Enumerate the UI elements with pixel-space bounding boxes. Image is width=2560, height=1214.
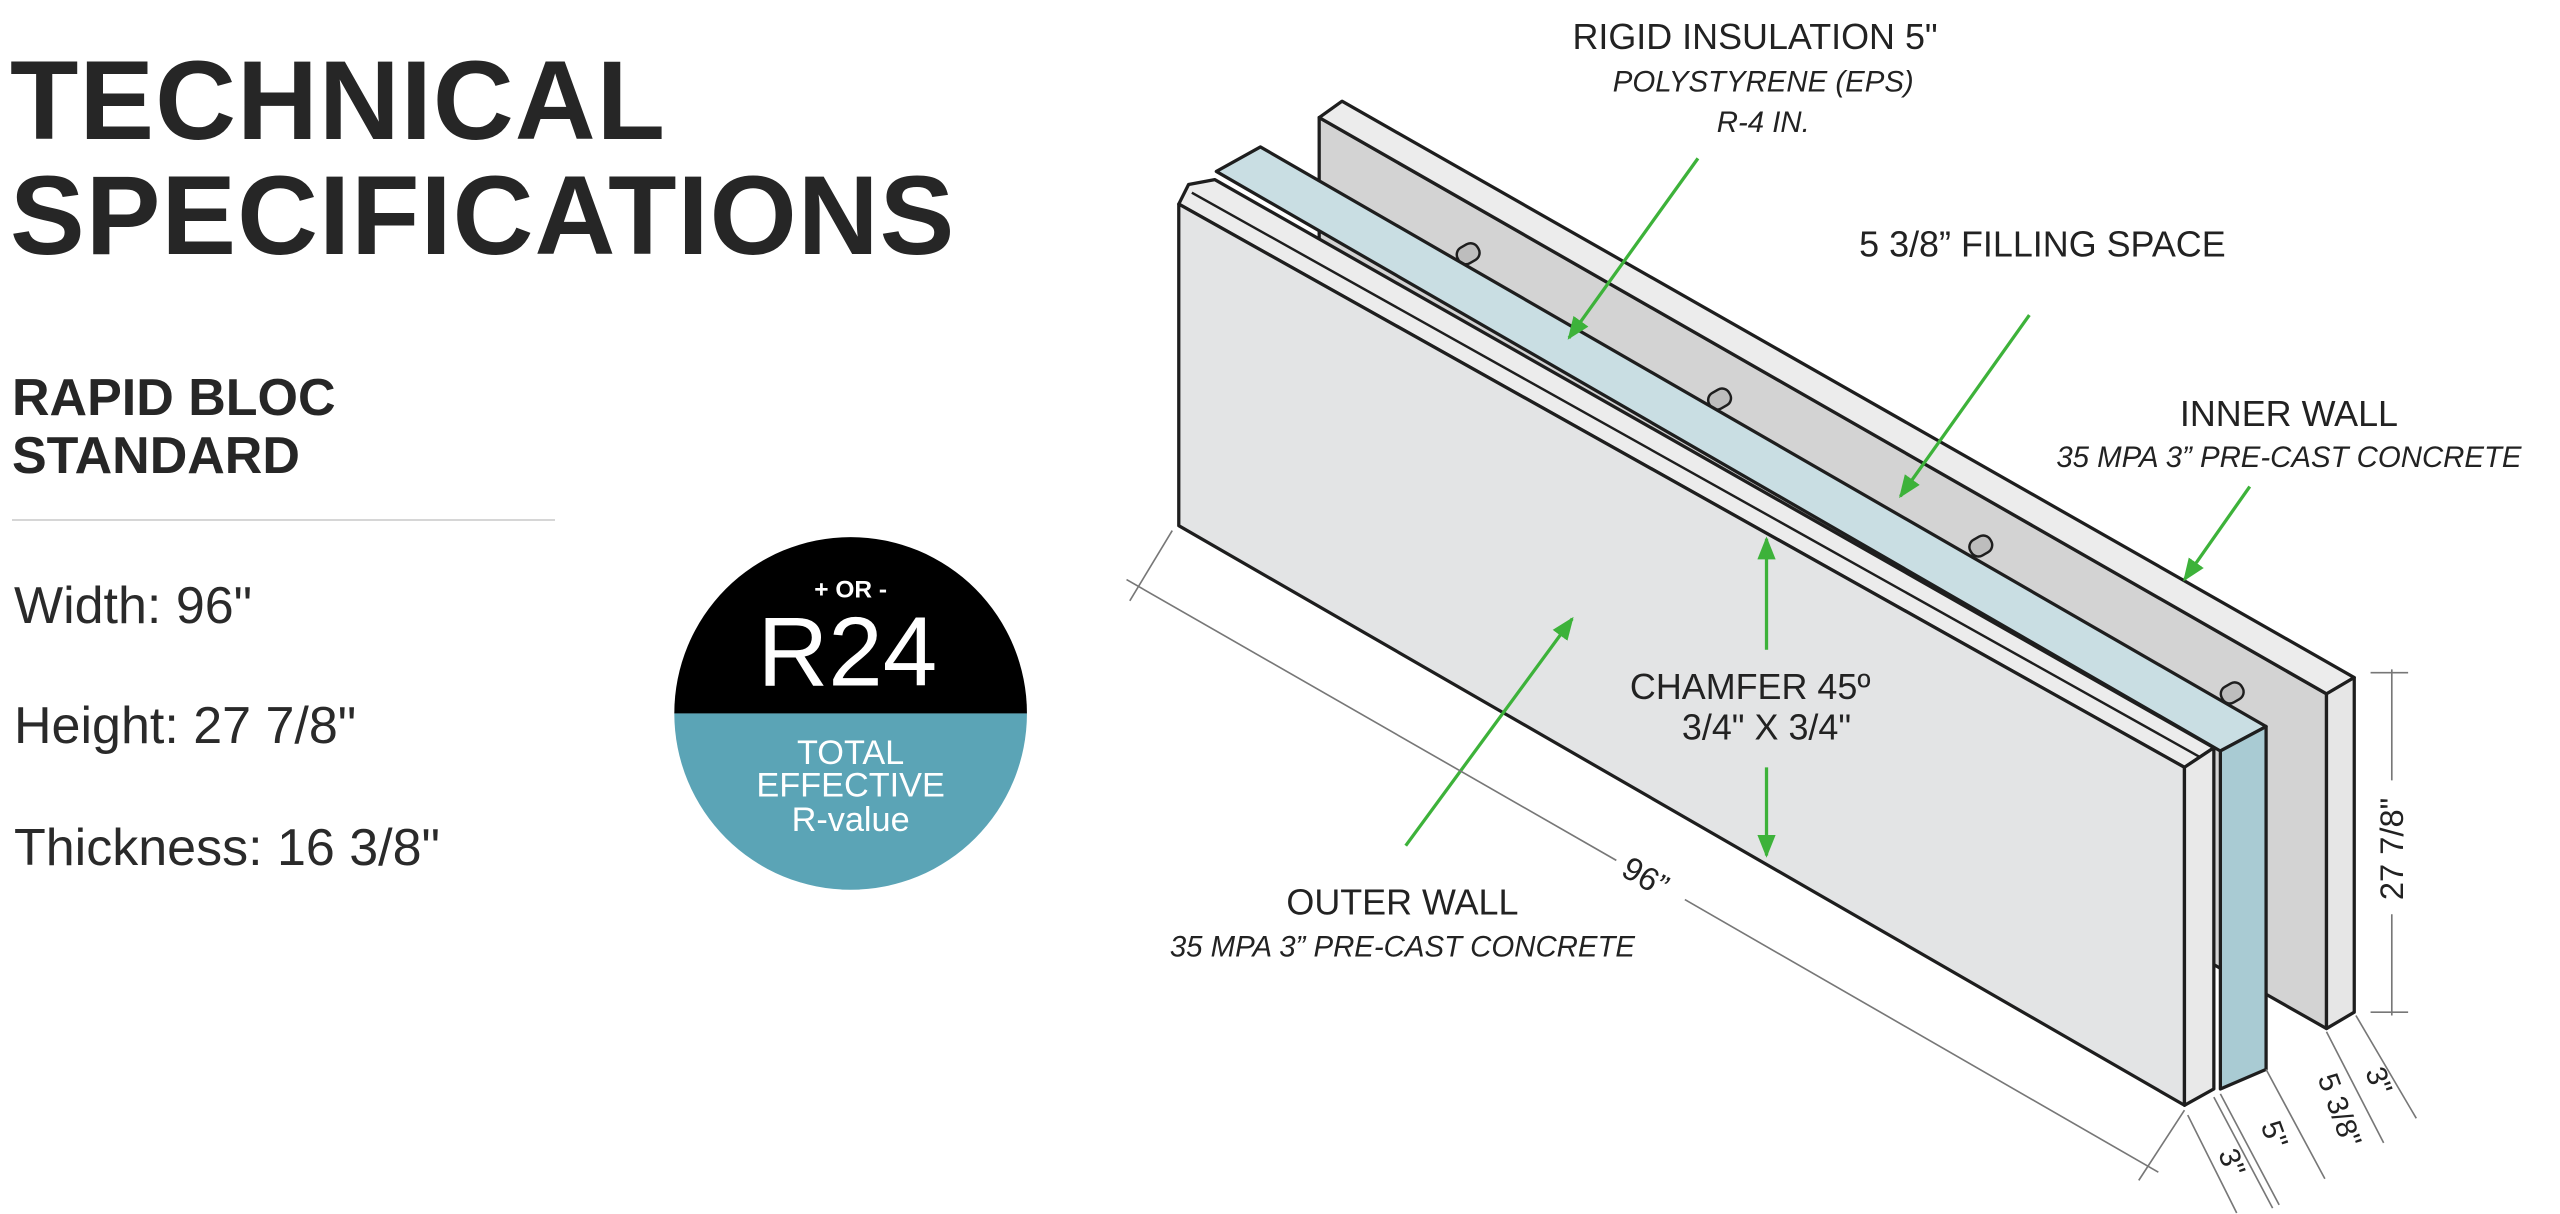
arrow-filling xyxy=(1899,314,2031,499)
insulation-label: RIGID INSULATION 5" xyxy=(1572,16,1937,57)
r-value-badge: + OR - R24 TOTAL EFFECTIVE R-value xyxy=(674,537,1027,890)
spec-thickness: Thickness: 16 3/8" xyxy=(14,819,441,877)
dim-width: 96” xyxy=(1616,849,1675,905)
dim-inner-thickness: 3" xyxy=(2358,1063,2398,1099)
leader-arrows xyxy=(1404,157,2252,858)
filling-space-label: 5 3/8” FILLING SPACE xyxy=(1859,223,2226,264)
arrow-outer-wall xyxy=(1404,616,1574,847)
insulation-rvalue: R-4 IN. xyxy=(1717,106,1810,139)
divider xyxy=(12,519,555,521)
insulation xyxy=(1214,145,2268,1091)
arrow-inner-wall xyxy=(2183,485,2252,582)
outer-wall xyxy=(1177,177,2216,1107)
inner-wall-material: 35 MPA 3” PRE-CAST CONCRETE xyxy=(2056,441,2522,474)
product-name-line-2: STANDARD xyxy=(12,427,300,485)
chamfer-label: CHAMFER 45º xyxy=(1630,666,1871,707)
badge-line-1: TOTAL xyxy=(797,734,904,772)
product-name-line-1: RAPID BLOC xyxy=(12,369,336,427)
spec-height: Height: 27 7/8" xyxy=(14,697,357,755)
inner-wall-label: INNER WALL xyxy=(2180,393,2398,434)
badge-value: R24 xyxy=(758,597,938,707)
badge-prefix: + OR - xyxy=(814,577,887,604)
chamfer-size: 3/4" X 3/4" xyxy=(1682,707,1851,748)
insulation-material: POLYSTYRENE (EPS) xyxy=(1613,65,1914,98)
arrow-insulation xyxy=(1567,157,1700,340)
outer-wall-label: OUTER WALL xyxy=(1286,881,1518,922)
dimension-lines xyxy=(1126,530,2417,1214)
dim-insulation-thickness: 5" xyxy=(2254,1117,2294,1153)
title-line-2: SPECIFICATIONS xyxy=(10,153,956,278)
badge-line-2: EFFECTIVE xyxy=(756,767,944,805)
outer-wall-material: 35 MPA 3” PRE-CAST CONCRETE xyxy=(1170,931,1636,964)
dim-height: 27 7/8" xyxy=(2373,798,2410,900)
title-line-1: TECHNICAL xyxy=(10,38,667,163)
dim-filling-thickness: 5 3/8" xyxy=(2311,1069,2368,1151)
spec-width: Width: 96" xyxy=(14,577,253,635)
badge-line-3: R-value xyxy=(792,801,910,839)
